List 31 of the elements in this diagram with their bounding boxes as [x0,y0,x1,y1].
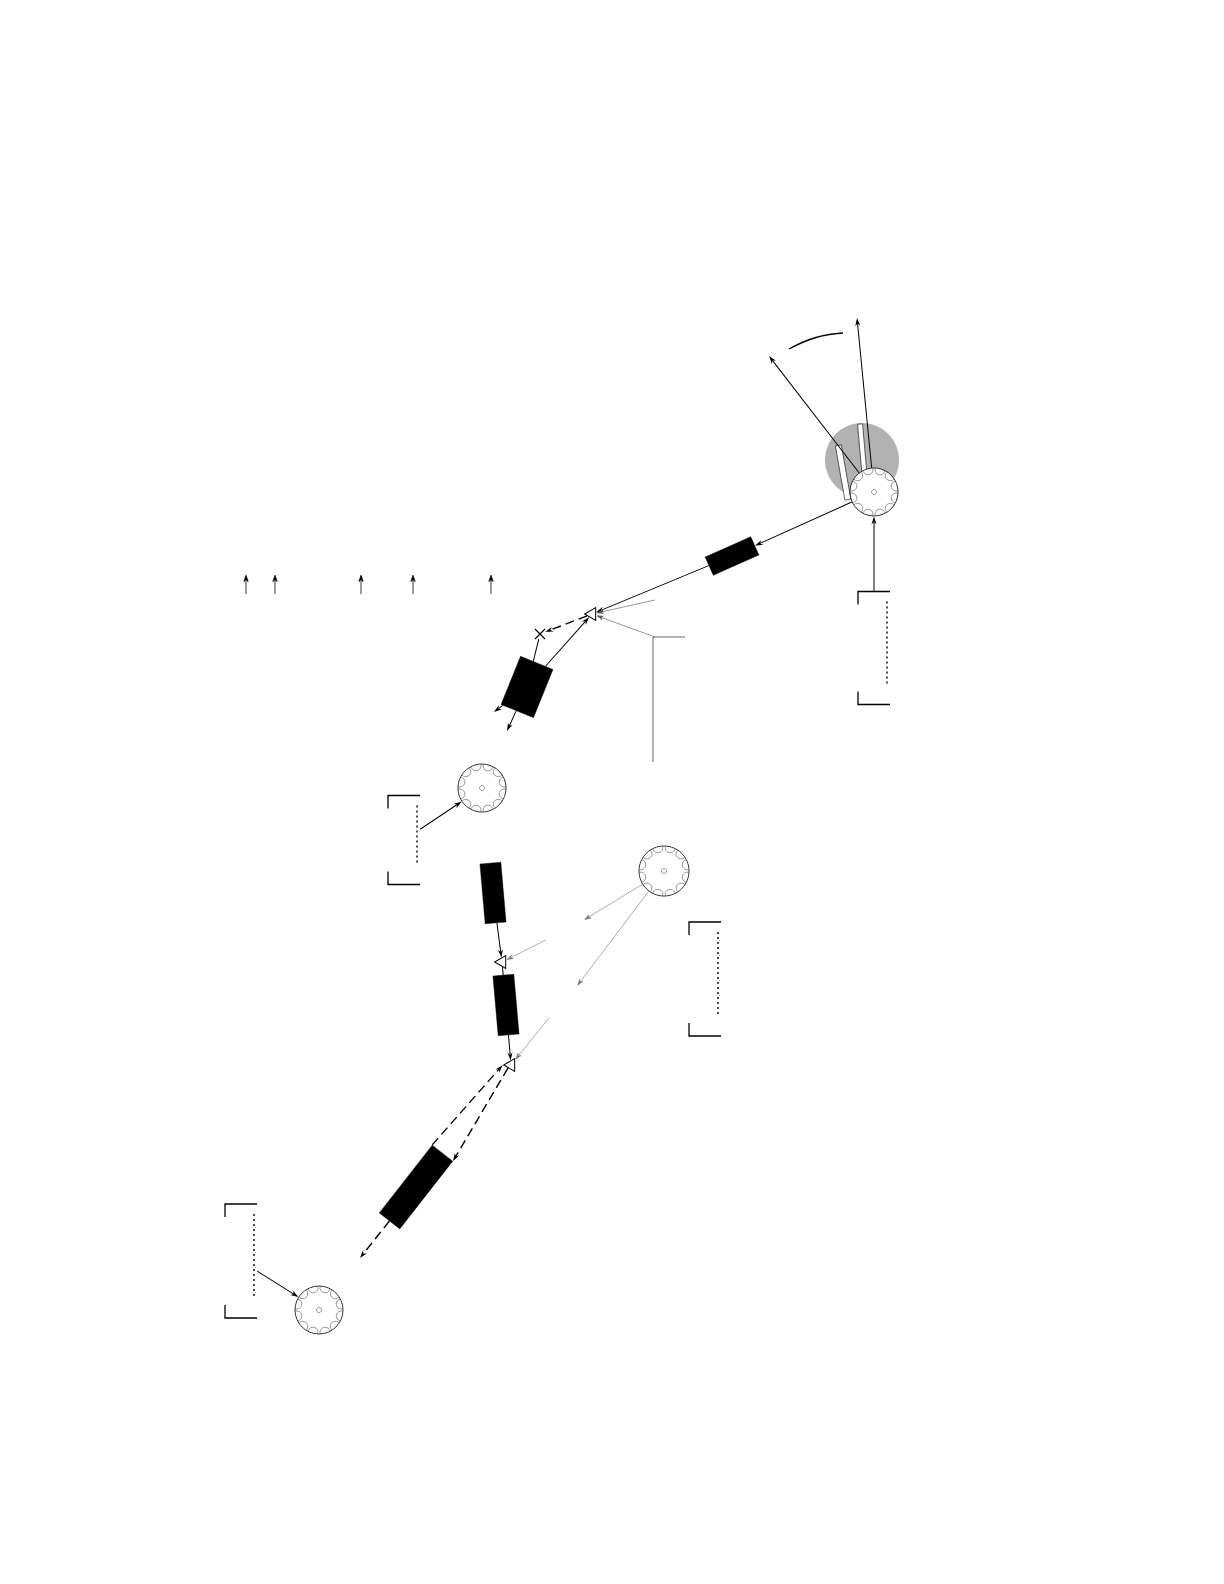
connector-line [502,966,504,976]
triangle-marker [494,955,507,969]
arrow [515,1017,550,1060]
arrow [596,599,656,614]
arrow [577,890,649,986]
bracket [688,921,722,1037]
arrow [597,565,710,613]
bracket [857,590,891,706]
arrow [419,801,461,830]
bracket [387,794,421,886]
arrow [855,319,873,469]
arrow [596,615,656,638]
bracket [224,1203,258,1319]
arrow [507,710,517,730]
arrow [494,704,504,712]
arrow [506,939,547,960]
arrow [496,922,503,957]
cross-mark [534,628,546,640]
triangle-marker [584,607,597,621]
arrow [872,517,876,592]
gear-wheel [457,763,507,813]
arrow [584,884,643,920]
gear-wheel [638,845,690,897]
arrow [545,617,589,667]
arrow [508,1034,512,1060]
arrow [769,356,860,474]
gear-wheel [294,1285,344,1335]
connector-line [532,638,540,662]
arrow [756,501,853,546]
triangle-marker [503,1058,516,1072]
arrow [256,1270,298,1297]
